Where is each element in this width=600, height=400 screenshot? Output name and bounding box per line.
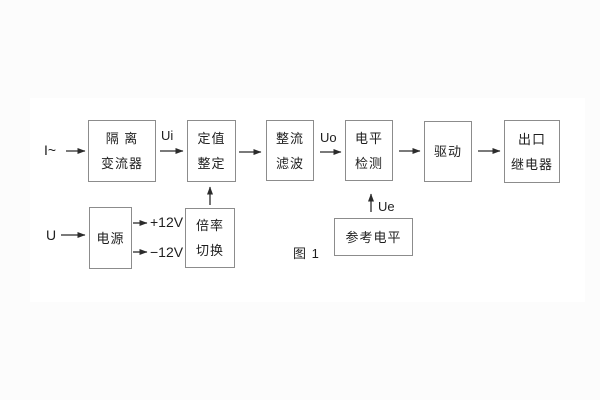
block-label: 检测 (354, 155, 383, 171)
block-label: 滤波 (275, 155, 304, 171)
block-label: 参考电平 (345, 229, 402, 245)
block-level-detection: 电平 检测 (345, 120, 393, 181)
block-label: 整流 (275, 130, 304, 146)
label-input-current: I~ (44, 142, 57, 158)
block-reference-level: 参考电平 (334, 218, 413, 256)
block-ratio-switching: 倍率 切换 (185, 208, 235, 268)
block-label: 整定 (197, 156, 226, 171)
figure-caption: 图 1 (293, 246, 320, 261)
block-label: 变流器 (100, 156, 143, 171)
block-label: 驱动 (433, 144, 462, 159)
block-power-supply: 电源 (89, 207, 132, 269)
label-ui: Ui (161, 128, 174, 143)
block-label: 电平 (354, 130, 383, 146)
label-ue: Ue (378, 199, 395, 214)
block-driver: 驱动 (424, 121, 472, 182)
block-label: 倍率 (195, 218, 224, 233)
block-setting-adjustment: 定值 整定 (187, 120, 236, 182)
block-label: 定值 (197, 131, 226, 146)
label-input-voltage: U (46, 227, 57, 243)
block-output-relay: 出口 继电器 (504, 120, 560, 183)
block-label: 继电器 (510, 156, 553, 172)
block-label: 出口 (517, 131, 546, 147)
label-minus-12v: −12V (150, 244, 184, 260)
label-plus-12v: +12V (150, 214, 184, 230)
block-label: 隔 离 (105, 131, 139, 146)
label-uo: Uo (320, 130, 337, 145)
block-label: 切换 (195, 243, 224, 258)
block-rectifier-filter: 整流 滤波 (266, 120, 314, 181)
block-label: 电源 (96, 230, 125, 246)
block-isolation-transformer: 隔 离 变流器 (88, 120, 156, 182)
